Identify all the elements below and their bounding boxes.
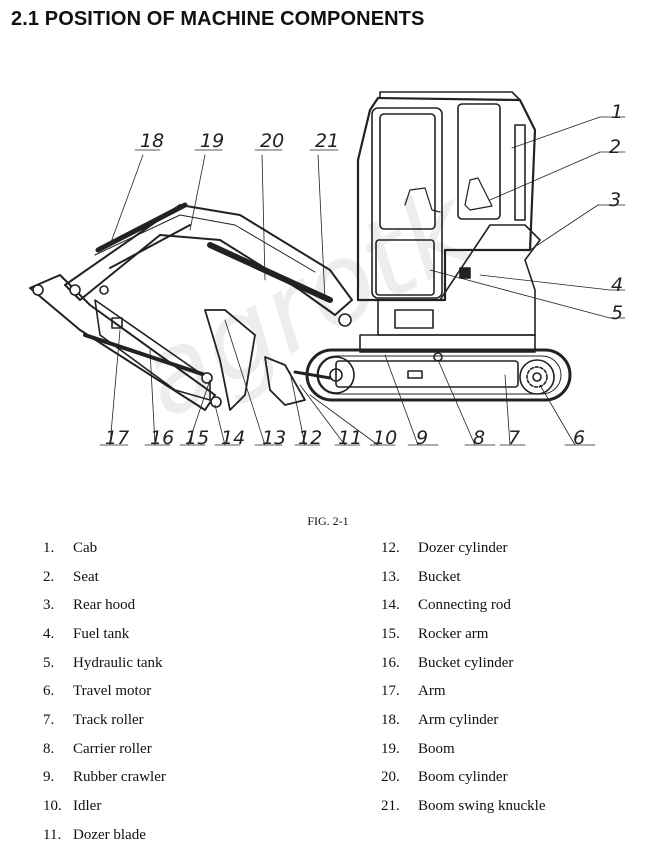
legend-label: Track roller xyxy=(73,711,144,728)
page-title: 2.1 POSITION OF MACHINE COMPONENTS xyxy=(11,8,425,30)
cab-outline xyxy=(356,91,537,302)
callout-14: 14 xyxy=(221,427,245,449)
legend-number: 16. xyxy=(381,654,400,671)
legend-label: Rocker arm xyxy=(418,625,489,642)
callout-20: 20 xyxy=(260,130,284,152)
callout-7: 7 xyxy=(508,427,520,449)
callout-11: 11 xyxy=(338,427,362,449)
legend-label: Rear hood xyxy=(73,597,136,614)
legend-item: 21. Boom swing knuckle xyxy=(381,792,546,821)
legend-item: 13. Bucket xyxy=(381,563,546,592)
legend-number: 15. xyxy=(381,625,400,642)
legend-item: 2. Seat xyxy=(43,563,166,592)
legend-number: 19. xyxy=(381,740,400,757)
legend-item: 8. Carrier roller xyxy=(43,735,166,764)
upper-body xyxy=(377,224,541,336)
legend-label: Carrier roller xyxy=(73,740,152,757)
legend-item: 4. Fuel tank xyxy=(43,620,166,649)
legend-label: Boom swing knuckle xyxy=(418,798,546,815)
legend-label: Bucket xyxy=(418,568,461,585)
callout-15: 15 xyxy=(185,427,209,449)
legend-number: 13. xyxy=(381,568,400,585)
legend-number: 21. xyxy=(381,798,400,815)
legend-item: 11. Dozer blade xyxy=(43,821,166,850)
legend-label: Dozer cylinder xyxy=(418,539,508,556)
legend-label: Arm xyxy=(418,683,446,700)
legend-item: 6. Travel motor xyxy=(43,677,166,706)
legend-number: 8. xyxy=(43,740,55,757)
legend-item: 1. Cab xyxy=(43,534,166,563)
legend-number: 6. xyxy=(43,683,55,700)
legend-number: 10. xyxy=(43,798,62,815)
legend-item: 7. Track roller xyxy=(43,706,166,735)
legend-left-column: 1. Cab 2. Seat 3. Rear hood 4. Fuel tank 5. H… xyxy=(43,534,166,850)
legend-right-column: 12. Dozer cylinder 13. Bucket 14. Connectin… xyxy=(381,534,546,821)
callout-10: 10 xyxy=(373,427,397,449)
callout-21: 21 xyxy=(315,130,339,152)
legend-number: 14. xyxy=(381,597,400,614)
legend-number: 20. xyxy=(381,769,400,786)
legend-label: Travel motor xyxy=(73,683,152,700)
dozer-blade-shape xyxy=(264,356,306,406)
legend-item: 20. Boom cylinder xyxy=(381,764,546,793)
callout-8: 8 xyxy=(473,427,485,449)
legend-number: 18. xyxy=(381,711,400,728)
legend-item: 3. Rear hood xyxy=(43,591,166,620)
legend-label: Seat xyxy=(73,568,99,585)
callout-12: 12 xyxy=(298,427,322,449)
legend-label: Boom cylinder xyxy=(418,769,508,786)
callout-5: 5 xyxy=(611,302,623,324)
legend-item: 10. Idler xyxy=(43,792,166,821)
legend-number: 1. xyxy=(43,539,55,556)
leader-lines xyxy=(99,116,626,446)
legend-item: 15. Rocker arm xyxy=(381,620,546,649)
legend-item: 9. Rubber crawler xyxy=(43,764,166,793)
bucket-shape xyxy=(204,309,256,411)
callout-6: 6 xyxy=(573,427,585,449)
legend-number: 2. xyxy=(43,568,55,585)
callout-18: 18 xyxy=(140,130,164,152)
callout-16: 16 xyxy=(150,427,174,449)
legend-number: 4. xyxy=(43,625,55,642)
legend-label: Cab xyxy=(73,539,98,556)
legend-label: Connecting rod xyxy=(418,597,511,614)
legend-item: 14. Connecting rod xyxy=(381,591,546,620)
legend-number: 5. xyxy=(43,654,55,671)
legend-number: 3. xyxy=(43,597,55,614)
excavator-diagram: 1 2 3 4 5 6 7 8 9 10 11 12 13 14 15 16 1… xyxy=(29,91,626,449)
legend-label: Bucket cylinder xyxy=(418,654,514,671)
legend-number: 17. xyxy=(381,683,400,700)
legend-label: Boom xyxy=(418,740,455,757)
callout-9: 9 xyxy=(416,427,428,449)
legend-label: Idler xyxy=(73,798,102,815)
legend-label: Arm cylinder xyxy=(418,711,499,728)
arm-shape xyxy=(29,274,216,411)
figure-caption: FIG. 2-1 xyxy=(307,514,349,528)
callout-19: 19 xyxy=(200,130,224,152)
legend-item: 5. Hydraulic tank xyxy=(43,649,166,678)
crawler-track xyxy=(305,348,572,402)
legend-item: 12. Dozer cylinder xyxy=(381,534,546,563)
legend-item: 18. Arm cylinder xyxy=(381,706,546,735)
callout-17: 17 xyxy=(105,427,129,449)
legend-number: 9. xyxy=(43,769,55,786)
callout-4: 4 xyxy=(611,274,623,296)
callout-2: 2 xyxy=(609,136,621,158)
boom-shape xyxy=(64,204,353,316)
legend-item: 19. Boom xyxy=(381,735,546,764)
legend-label: Dozer blade xyxy=(73,826,146,843)
callout-1: 1 xyxy=(611,101,623,123)
legend-number: 12. xyxy=(381,539,400,556)
legend-label: Fuel tank xyxy=(73,625,130,642)
callout-13: 13 xyxy=(262,427,286,449)
legend-label: Hydraulic tank xyxy=(73,654,163,671)
callout-3: 3 xyxy=(609,189,621,211)
legend-number: 11. xyxy=(43,826,62,843)
legend-number: 7. xyxy=(43,711,55,728)
legend-item: 17. Arm xyxy=(381,677,546,706)
legend-label: Rubber crawler xyxy=(73,769,166,786)
legend-item: 16. Bucket cylinder xyxy=(381,649,546,678)
